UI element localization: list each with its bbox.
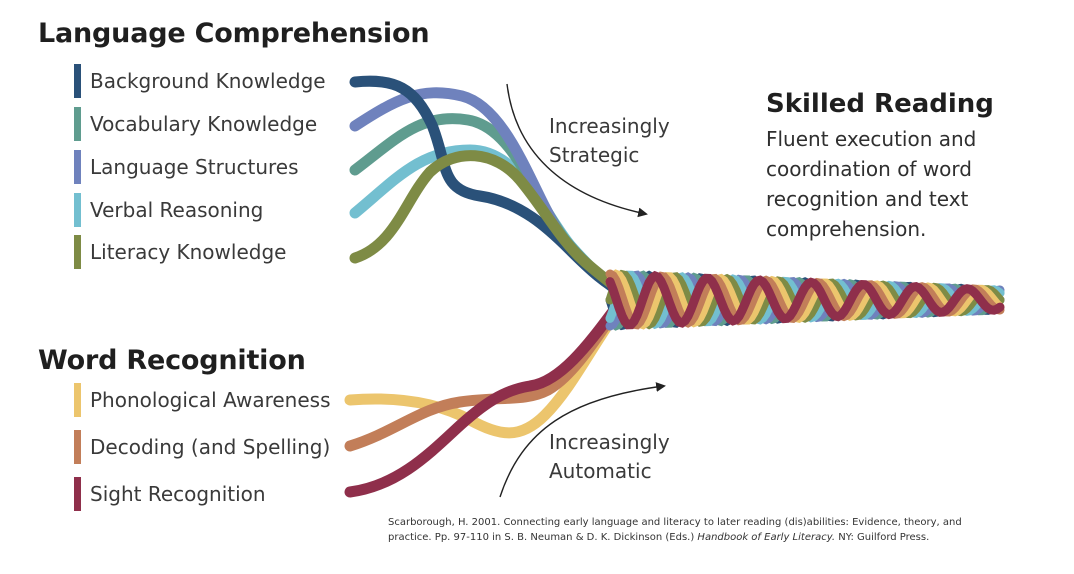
strand-color-bar <box>74 477 81 511</box>
skilled-reading-description: Fluent execution and coordination of wor… <box>766 127 977 241</box>
braid-strand <box>605 270 1005 330</box>
strand-vocabulary-knowledge: Vocabulary Knowledge <box>74 107 317 141</box>
automatic-line2: Automatic <box>549 459 652 483</box>
strand-label: Literacy Knowledge <box>90 240 287 264</box>
citation-book-title: Handbook of Early Literacy. <box>697 532 836 543</box>
strand-color-bar <box>74 150 81 184</box>
increasingly-strategic-label: Increasingly Strategic <box>549 112 670 170</box>
strand-label: Background Knowledge <box>90 69 326 93</box>
strand-color-bar <box>74 193 81 227</box>
strand-label: Vocabulary Knowledge <box>90 112 318 136</box>
strand-decoding: Decoding (and Spelling) <box>74 430 330 464</box>
citation-text: Scarborough, H. 2001. Connecting early l… <box>388 517 962 543</box>
strand-phonological-awareness: Phonological Awareness <box>74 383 331 417</box>
automatic-arrow <box>499 382 666 498</box>
strand-label: Language Structures <box>90 155 299 179</box>
automatic-line1: Increasingly <box>549 430 670 454</box>
citation-publisher: NY: Guilford Press. <box>835 532 930 543</box>
strand-label: Decoding (and Spelling) <box>90 435 331 459</box>
strand-background-knowledge: Background Knowledge <box>74 64 326 98</box>
strategic-line2: Strategic <box>549 143 640 167</box>
strategic-line1: Increasingly <box>549 114 670 138</box>
strand-label: Phonological Awareness <box>90 388 331 412</box>
skilled-reading-title: Skilled Reading <box>766 89 994 119</box>
increasingly-automatic-label: Increasingly Automatic <box>549 428 670 486</box>
rope-braid <box>605 269 1005 331</box>
strand-color-bar <box>74 107 81 141</box>
braid-strand <box>605 269 1005 330</box>
word-recognition-strand <box>344 304 620 498</box>
strategic-arrow <box>506 83 648 218</box>
strand-color-bar <box>74 235 81 269</box>
language-comprehension-heading: Language Comprehension <box>38 18 430 49</box>
braid-strand <box>605 269 1005 330</box>
strand-color-bar <box>74 64 81 98</box>
strand-literacy-knowledge: Literacy Knowledge <box>74 235 286 269</box>
strand-label: Sight Recognition <box>90 482 266 506</box>
word-recognition-heading: Word Recognition <box>38 345 306 376</box>
rope-strands <box>344 75 628 498</box>
strand-color-bar <box>74 430 81 464</box>
strand-sight-recognition: Sight Recognition <box>74 477 266 511</box>
strand-verbal-reasoning: Verbal Reasoning <box>74 193 263 227</box>
strand-color-bar <box>74 383 81 417</box>
language-strand <box>349 150 628 298</box>
strand-label: Verbal Reasoning <box>90 198 264 222</box>
strand-language-structures: Language Structures <box>74 150 299 184</box>
citation: Scarborough, H. 2001. Connecting early l… <box>388 515 988 545</box>
